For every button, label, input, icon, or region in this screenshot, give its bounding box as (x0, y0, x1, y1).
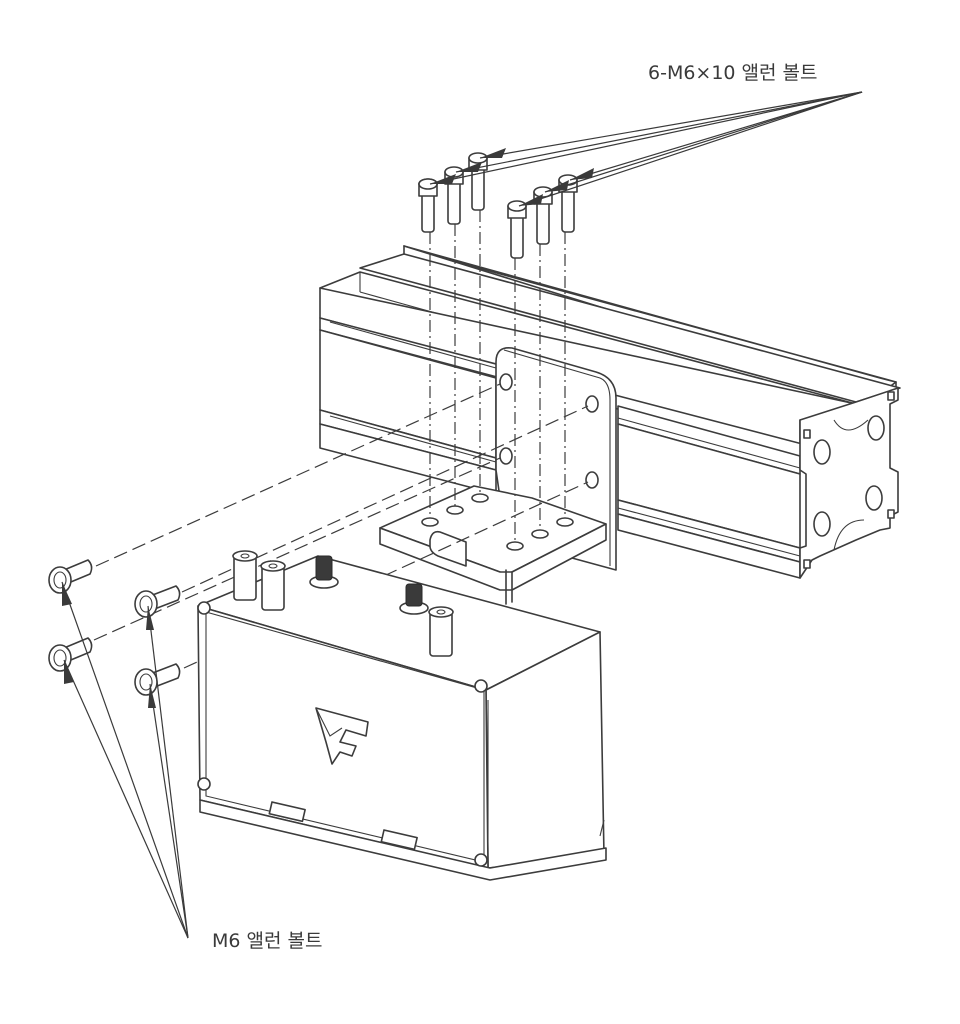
connector-icon (399, 583, 429, 615)
push-fitting-icon (232, 550, 258, 601)
push-fitting-icon (260, 560, 286, 611)
top-bolts-callout: 6-M6×10 앨런 볼트 (648, 62, 818, 84)
connector-icon (309, 555, 339, 589)
l-bracket (379, 346, 617, 605)
profile-end-cap (799, 387, 899, 579)
side-bolts-callout: M6 앨런 볼트 (212, 930, 323, 952)
controller-box (197, 550, 607, 881)
bolt-icon (418, 178, 438, 233)
bolt-icon (48, 637, 93, 672)
push-fitting-icon (428, 606, 454, 657)
vf-logo-icon (315, 707, 369, 765)
bolt-icon (507, 200, 527, 259)
bolt-icon (468, 152, 488, 211)
bolt-icon (48, 559, 93, 594)
top-bolts-leader (429, 91, 863, 207)
side-bolts-leader (61, 581, 189, 939)
bolt-icon (134, 585, 181, 618)
top-bolt-centerlines (429, 210, 566, 542)
top-bolts (418, 152, 578, 259)
